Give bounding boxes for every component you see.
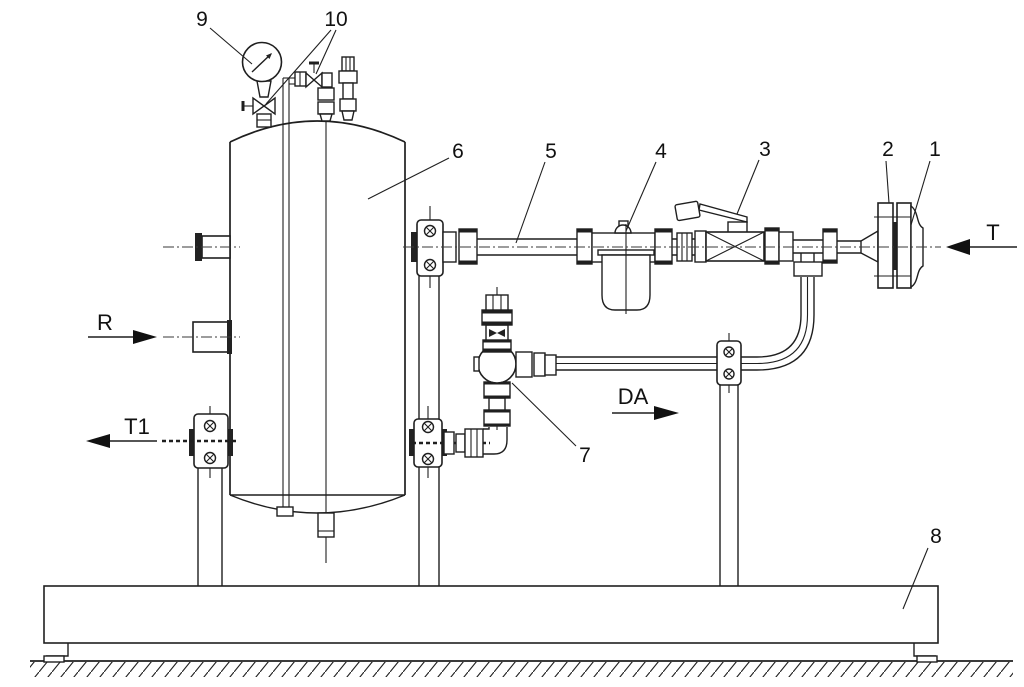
da-pipe — [556, 277, 815, 371]
angle-valve-7 — [473, 287, 557, 430]
dip-tube-valve-assembly — [283, 61, 335, 122]
flow-arrow-t: T — [946, 220, 1017, 255]
ball-valve-assembly — [654, 200, 794, 265]
valve-lever — [674, 200, 748, 223]
callout-2: 2 — [882, 138, 894, 161]
vessel-tank — [229, 78, 406, 563]
callout-7: 7 — [579, 444, 591, 467]
flow-arrow-t1: T1 — [86, 414, 157, 448]
callout-6: 6 — [452, 140, 464, 163]
flow-arrow-r: R — [88, 310, 157, 344]
da-pipe-bracket — [716, 333, 742, 393]
callout-8: 8 — [930, 525, 942, 548]
callout-3: 3 — [759, 138, 771, 161]
ground-hatching — [30, 660, 1013, 677]
callout-labels: 9 10 6 5 4 3 2 1 7 8 — [196, 8, 942, 548]
tee-branch — [793, 239, 823, 277]
orifice-flange-assembly — [822, 202, 924, 289]
callout-10: 10 — [324, 8, 347, 31]
capped-fill-port — [338, 56, 358, 121]
flow-label-t: T — [986, 220, 999, 245]
strainer-filter — [591, 220, 656, 314]
flow-label-t1: T1 — [124, 414, 150, 439]
callout-9: 9 — [196, 8, 208, 31]
drain-run — [412, 427, 508, 458]
flow-label-r: R — [97, 310, 113, 335]
gauge-isolation-valve — [241, 96, 276, 128]
callout-4: 4 — [655, 140, 667, 163]
flow-arrow-da: DA — [612, 384, 679, 420]
centerlines — [163, 246, 941, 338]
base-frame — [43, 585, 939, 663]
callout-leaders — [209, 27, 931, 610]
pressure-gauge-assembly — [241, 41, 283, 128]
flow-label-da: DA — [618, 384, 649, 409]
callout-1: 1 — [929, 138, 941, 161]
outlet-pipe-run — [442, 228, 593, 265]
callout-5: 5 — [545, 140, 557, 163]
